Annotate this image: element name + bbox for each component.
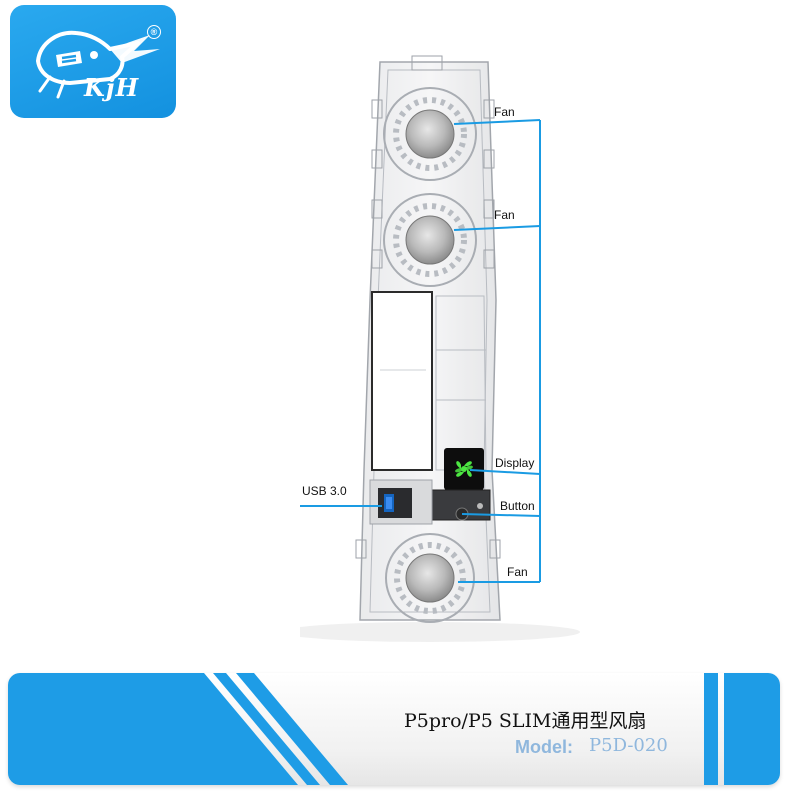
registered-mark: ®: [147, 25, 161, 39]
brand-logo: KjH ®: [10, 5, 176, 118]
callout-fan-top: Fan: [494, 105, 515, 119]
callout-fan-middle: Fan: [494, 208, 515, 222]
fan-stand-illustration: [300, 55, 580, 642]
fan-top: [383, 87, 477, 181]
fan-bottom: [385, 533, 475, 623]
footer-card: [8, 673, 780, 785]
model-label: Model:: [515, 737, 573, 757]
callout-usb: USB 3.0: [302, 484, 347, 498]
display-module: [429, 448, 491, 521]
callout-fan-bottom: Fan: [507, 565, 528, 579]
footer-stripes: [8, 673, 780, 785]
callout-button: Button: [500, 499, 535, 513]
footer-banner: [0, 668, 791, 792]
brand-wordmark: KjH: [84, 73, 140, 102]
model-value: P5D-020: [589, 735, 668, 756]
callout-display: Display: [495, 456, 535, 470]
product-title: P5pro/P5 SLIM通用型风扇: [404, 710, 647, 732]
knight-helmet-icon: [36, 30, 160, 99]
callout-lines: [300, 119, 541, 583]
usb-port: [369, 479, 433, 525]
fan-glyph-icon: [455, 461, 473, 477]
fan-middle: [383, 193, 477, 287]
